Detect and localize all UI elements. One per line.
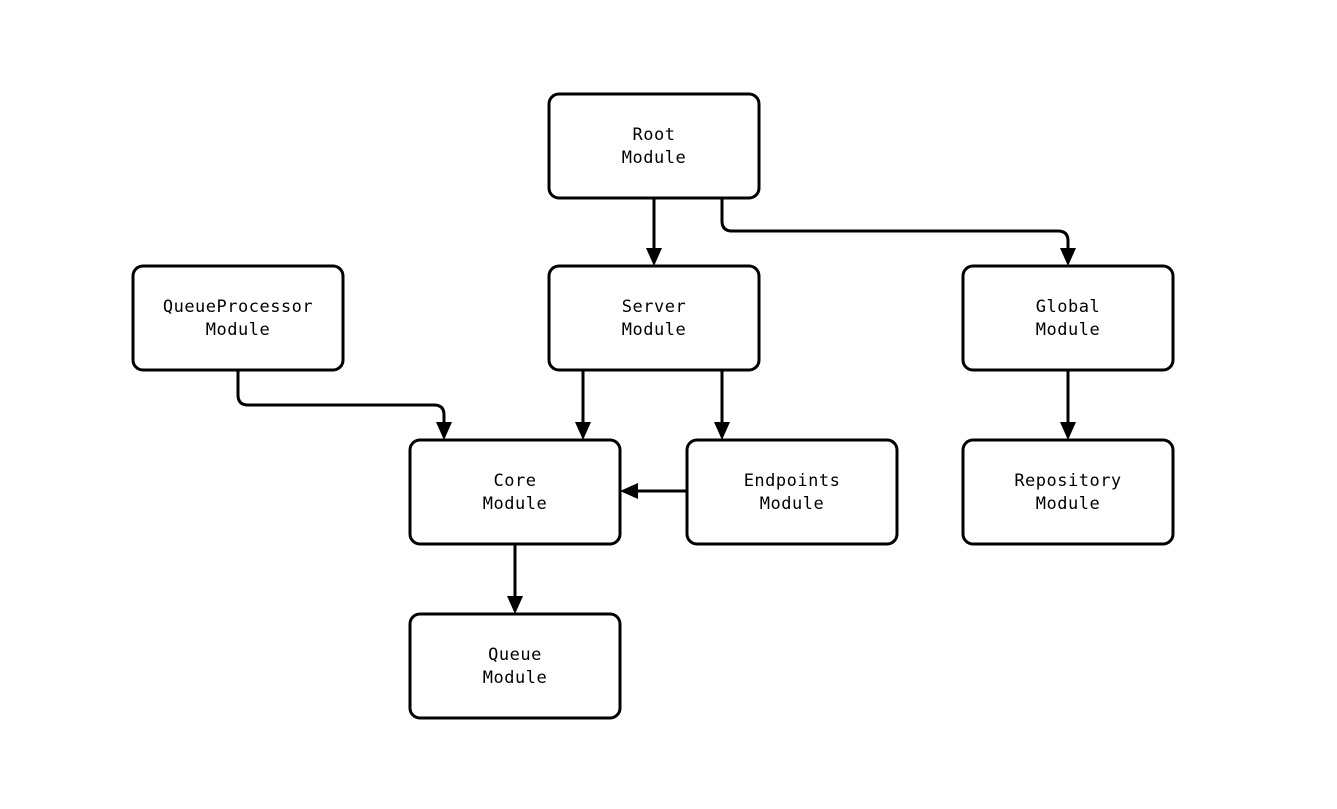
edge-server-to-endpoints (714, 370, 730, 440)
edge-layer (236, 198, 1076, 614)
queueprocessor-module-node-label-line1: QueueProcessor (163, 297, 313, 317)
edge-server-to-core-arrowhead-icon (575, 422, 591, 440)
edge-root-to-global-arrowhead-icon (1060, 248, 1076, 266)
root-module-node-label-line2: Module (622, 148, 686, 168)
queue-module-node-label-line2: Module (483, 668, 547, 688)
server-module-node-box[interactable] (547, 264, 761, 372)
global-module-node-label-line1: Global (1036, 297, 1100, 317)
edge-queueprocessor-to-core-arrowhead-icon (436, 422, 452, 440)
global-module-node-box[interactable] (961, 264, 1175, 372)
node-layer: RootModuleQueueProcessorModuleServerModu… (131, 92, 1175, 720)
edge-global-to-repository (1060, 370, 1076, 440)
endpoints-module-node-label-line2: Module (760, 494, 824, 514)
edge-endpoints-to-core-arrowhead-icon (620, 483, 638, 499)
core-module-node-label-line1: Core (494, 471, 537, 491)
queueprocessor-module-node-box[interactable] (131, 264, 345, 372)
edge-endpoints-to-core (620, 483, 687, 499)
edge-server-to-endpoints-arrowhead-icon (714, 422, 730, 440)
core-module-node-label-line2: Module (483, 494, 547, 514)
core-module-node-box[interactable] (408, 438, 622, 546)
edge-server-to-core (575, 370, 591, 440)
repository-module-node-box[interactable] (961, 438, 1175, 546)
endpoints-module-node-box[interactable] (685, 438, 899, 546)
queue-module-node-box[interactable] (408, 612, 622, 720)
server-module-node-label-line1: Server (622, 297, 686, 317)
global-module-node-label-line2: Module (1036, 320, 1100, 340)
edge-core-to-queue-arrowhead-icon (507, 596, 523, 614)
root-module-node-label-line1: Root (633, 125, 676, 145)
edge-queueprocessor-to-core (236, 370, 452, 440)
endpoints-module-node-label-line1: Endpoints (744, 471, 841, 491)
server-module-node-label-line2: Module (622, 320, 686, 340)
edge-queueprocessor-to-core-line (236, 370, 446, 429)
edge-root-to-global-line (720, 198, 1070, 255)
queue-module-node-label-line1: Queue (488, 645, 542, 665)
edge-root-to-server (646, 198, 662, 266)
queueprocessor-module-node-label-line2: Module (206, 320, 270, 340)
edge-root-to-server-arrowhead-icon (646, 248, 662, 266)
repository-module-node-label-line2: Module (1036, 494, 1100, 514)
edge-core-to-queue (507, 544, 523, 614)
edge-root-to-global (720, 198, 1076, 266)
edge-global-to-repository-arrowhead-icon (1060, 422, 1076, 440)
root-module-node-box[interactable] (547, 92, 761, 200)
repository-module-node-label-line1: Repository (1014, 471, 1121, 491)
